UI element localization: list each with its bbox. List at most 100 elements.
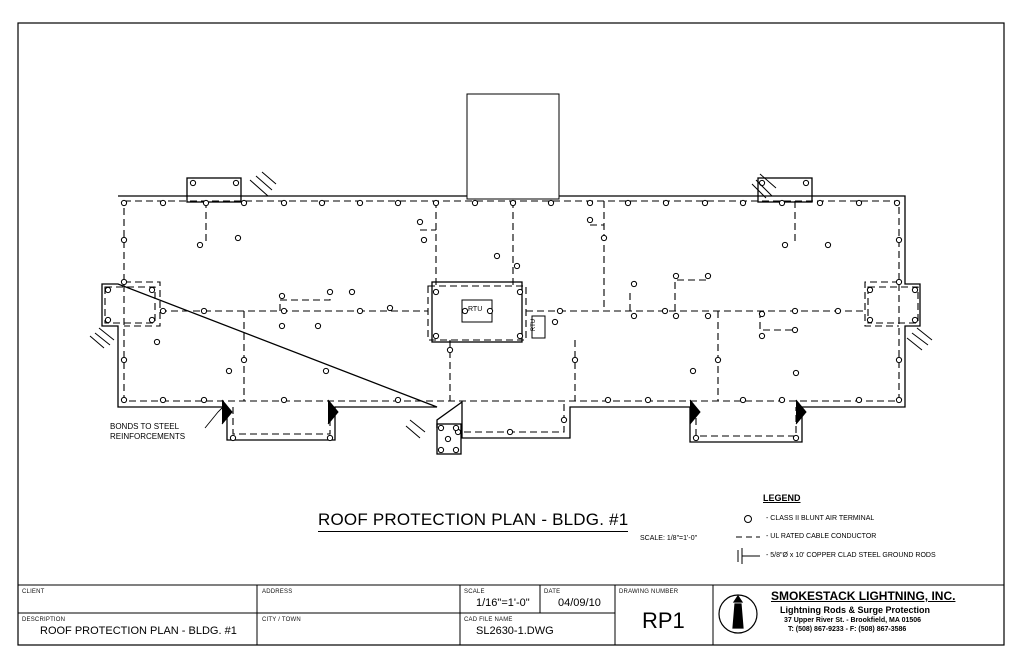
legend-item-conductor: - UL RATED CABLE CONDUCTOR — [766, 533, 877, 540]
air-terminal-icon — [444, 435, 452, 443]
air-terminal-icon — [893, 199, 901, 207]
air-terminal-icon — [855, 199, 863, 207]
air-terminal-icon — [120, 396, 128, 404]
air-terminal-icon — [104, 316, 112, 324]
air-terminal-icon — [895, 236, 903, 244]
air-terminal-icon — [394, 199, 402, 207]
callout-line-2: REINFORCEMENTS — [110, 432, 186, 441]
air-terminal-icon — [895, 396, 903, 404]
air-terminal-icon — [159, 396, 167, 404]
title-block-grid — [18, 584, 1004, 645]
air-terminal-icon — [493, 252, 501, 260]
air-terminal-icon — [189, 179, 197, 187]
scale-label: SCALE — [464, 589, 485, 595]
air-terminal-icon — [600, 234, 608, 242]
air-terminal-icon — [855, 396, 863, 404]
description-value: ROOF PROTECTION PLAN - BLDG. #1 — [40, 625, 237, 637]
air-terminal-icon — [551, 318, 559, 326]
air-terminal-icon — [394, 396, 402, 404]
air-terminal-icon — [486, 307, 494, 315]
air-terminal-icon — [159, 199, 167, 207]
air-terminal-icon — [356, 307, 364, 315]
air-terminal-icon — [437, 446, 445, 454]
air-terminal-icon — [571, 356, 579, 364]
legend-ground-rod-icon — [737, 548, 760, 564]
air-terminal-icon — [792, 369, 800, 377]
air-terminal-icon — [778, 199, 786, 207]
air-terminal-icon — [432, 199, 440, 207]
air-terminal-icon — [802, 179, 810, 187]
air-terminal-icon — [280, 396, 288, 404]
air-terminal-icon — [758, 310, 766, 318]
air-terminal-icon — [416, 218, 424, 226]
air-terminal-icon — [816, 199, 824, 207]
air-terminal-icon — [225, 367, 233, 375]
air-terminal-icon — [560, 416, 568, 424]
air-terminal-icon — [714, 356, 722, 364]
air-terminal-icon — [326, 434, 334, 442]
air-terminal-icon — [280, 307, 288, 315]
drawing-number-label: DRAWING NUMBER — [619, 589, 679, 595]
air-terminal-icon — [739, 396, 747, 404]
air-terminal-icon — [432, 288, 440, 296]
company-tagline: Lightning Rods & Surge Protection — [780, 605, 930, 615]
air-terminal-icon — [513, 262, 521, 270]
air-terminal-icon — [644, 396, 652, 404]
air-terminal-icon — [911, 316, 919, 324]
lighthouse-logo-icon — [718, 594, 758, 634]
air-terminal-icon — [200, 396, 208, 404]
air-terminal-icon — [547, 199, 555, 207]
air-terminal-icon — [701, 199, 709, 207]
air-terminal-icon — [200, 307, 208, 315]
air-terminal-icon — [824, 241, 832, 249]
drawing-title: ROOF PROTECTION PLAN - BLDG. #1 — [318, 510, 629, 532]
air-terminal-icon — [232, 179, 240, 187]
air-terminal-icon — [318, 199, 326, 207]
air-terminal-icon — [120, 278, 128, 286]
air-terminal-icon — [911, 286, 919, 294]
air-terminal-icon — [758, 332, 766, 340]
date-value: 04/09/10 — [558, 597, 601, 609]
description-label: DESCRIPTION — [22, 617, 66, 623]
air-terminal-icon — [866, 286, 874, 294]
callout-line-1: BONDS TO STEEL — [110, 422, 180, 431]
air-terminal-icon — [148, 286, 156, 294]
air-terminal-icon — [661, 307, 669, 315]
legend-item-ground-rod: - 5/8"Ø x 10' COPPER CLAD STEEL GROUND R… — [766, 552, 936, 559]
ground-rod-symbols — [89, 171, 933, 439]
air-terminal-icon — [326, 288, 334, 296]
air-terminal-icon — [452, 424, 460, 432]
air-terminal-icon — [630, 312, 638, 320]
scale-note: SCALE: 1/8"=1'-0" — [640, 535, 698, 542]
city-label: CITY / TOWN — [262, 617, 301, 623]
air-terminal-icon — [781, 241, 789, 249]
air-terminal-icon — [278, 292, 286, 300]
address-label: ADDRESS — [262, 589, 293, 595]
legend-circle-icon — [744, 515, 752, 523]
air-terminal-icon — [556, 307, 564, 315]
air-terminal-icon — [692, 434, 700, 442]
air-terminal-icon — [516, 288, 524, 296]
air-terminal-icon — [672, 312, 680, 320]
air-terminal-icon — [420, 236, 428, 244]
client-label: CLIENT — [22, 589, 45, 595]
air-terminal-icon — [196, 241, 204, 249]
scale-value: 1/16"=1'-0" — [476, 597, 530, 609]
air-terminal-icon — [153, 338, 161, 346]
air-terminal-icon — [704, 312, 712, 320]
date-label: DATE — [544, 589, 561, 595]
air-terminal-icon — [624, 199, 632, 207]
air-terminal-icon — [280, 199, 288, 207]
cad-value: SL2630-1.DWG — [476, 625, 554, 637]
air-terminal-icon — [834, 307, 842, 315]
air-terminal-icon — [791, 326, 799, 334]
bonds-callout: BONDS TO STEEL REINFORCEMENTS — [110, 422, 185, 442]
legend-item-air-terminal: - CLASS II BLUNT AIR TERMINAL — [766, 515, 875, 522]
air-terminal-icon — [322, 367, 330, 375]
air-terminal-icon — [461, 307, 469, 315]
air-terminal-icon — [120, 236, 128, 244]
air-terminal-icon — [586, 216, 594, 224]
air-terminal-icon — [104, 286, 112, 294]
air-terminal-icon — [202, 199, 210, 207]
